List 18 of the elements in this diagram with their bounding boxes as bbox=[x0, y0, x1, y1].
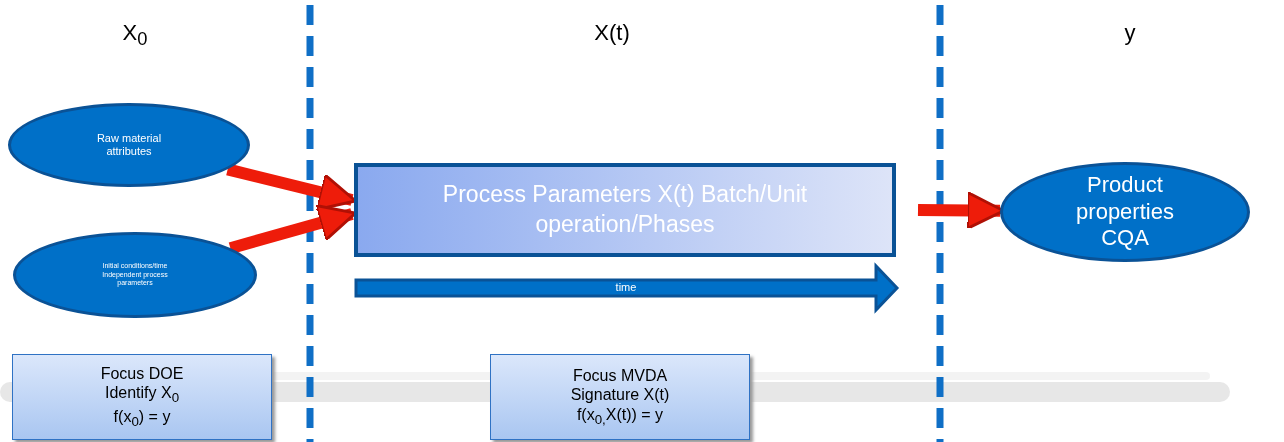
node-text: Raw material attributes bbox=[95, 131, 163, 159]
arrow bbox=[228, 204, 357, 254]
node-text: Focus DOE bbox=[100, 364, 184, 384]
column-heading: X$_{0}$ bbox=[122, 20, 148, 51]
node-text: f(x$_{0}$) = y bbox=[113, 406, 171, 430]
node-text: Process Parameters X(t) Batch/Unit operation/Phases bbox=[441, 180, 809, 239]
arrow-label: time bbox=[615, 281, 637, 293]
focus-box bbox=[12, 354, 272, 440]
column-heading: y bbox=[1124, 20, 1136, 46]
node-text: Signature X(t) bbox=[570, 385, 670, 405]
node-text: f(x$_{0,}$X(t)) = y bbox=[576, 404, 664, 428]
process-box bbox=[354, 163, 896, 257]
node-text: Product properties CQA bbox=[1075, 172, 1175, 252]
node-text: Identify X$_{0}$ bbox=[104, 383, 180, 407]
arrow bbox=[226, 163, 357, 212]
node-text: Focus MVDA bbox=[572, 366, 668, 386]
column-heading: X(t) bbox=[594, 20, 630, 46]
focus-box bbox=[490, 354, 750, 440]
